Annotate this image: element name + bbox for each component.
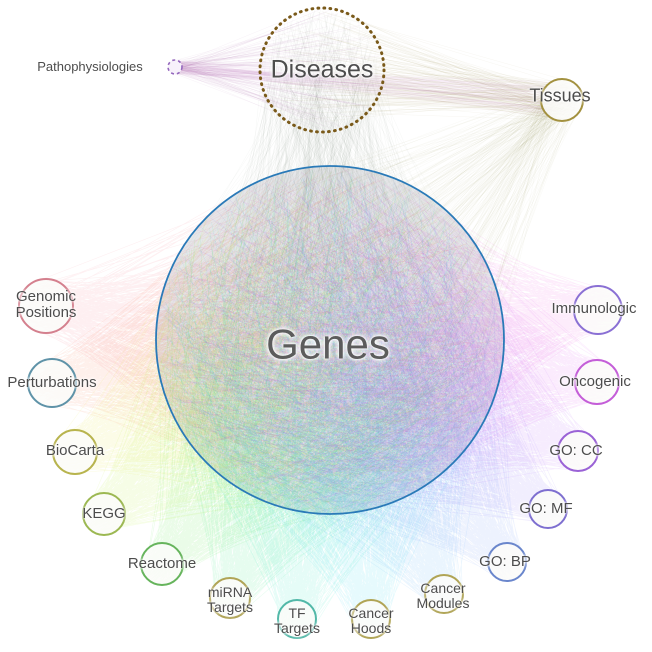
node-go-bp[interactable] xyxy=(487,542,527,582)
node-mirna-targets[interactable] xyxy=(209,577,251,619)
edge-bundle-perturbations-genes xyxy=(28,168,503,508)
node-kegg[interactable] xyxy=(82,492,126,536)
edge-bundle-tf-targets-genes xyxy=(163,168,503,638)
edge-bundle-go-mf-genes xyxy=(158,172,567,528)
node-tf-targets[interactable] xyxy=(277,599,317,639)
edge-bundle-kegg-genes xyxy=(83,170,495,534)
node-go-cc[interactable] xyxy=(557,430,599,472)
edge-bundle-go-cc-genes xyxy=(159,170,597,512)
node-cancer-modules[interactable] xyxy=(424,574,464,614)
node-cancer-hoods[interactable] xyxy=(351,599,391,639)
node-genes[interactable] xyxy=(155,165,505,515)
node-underlay-genes xyxy=(156,166,504,514)
edge-bundle-genomic-positions-genes xyxy=(19,167,490,514)
edge-bundle-pathophysiologies-tissues xyxy=(169,60,583,119)
node-reactome[interactable] xyxy=(140,542,184,586)
node-diseases[interactable] xyxy=(258,6,386,134)
edge-bundle-oncogenic-genes xyxy=(173,166,619,514)
edge-bundle-cancer-modules-genes xyxy=(163,177,499,613)
edge-bundle-mirna-targets-genes xyxy=(160,169,498,618)
node-tissues[interactable] xyxy=(540,78,584,122)
node-pathophysiologies[interactable] xyxy=(167,59,183,75)
node-immunologic[interactable] xyxy=(573,285,623,335)
node-oncogenic[interactable] xyxy=(574,359,620,405)
edge-bundle-cancer-hoods-genes xyxy=(162,172,499,637)
edge-bundle-go-bp-genes xyxy=(159,173,526,580)
node-perturbations[interactable] xyxy=(27,358,77,408)
edge-bundle-tissues-diseases xyxy=(261,11,583,122)
node-genomic-positions[interactable] xyxy=(18,278,74,334)
edge-bundle-immunologic-genes xyxy=(159,176,622,502)
node-go-mf[interactable] xyxy=(528,489,568,529)
edge-bundle-diseases-genes xyxy=(156,9,493,511)
node-biocarta[interactable] xyxy=(52,429,98,475)
